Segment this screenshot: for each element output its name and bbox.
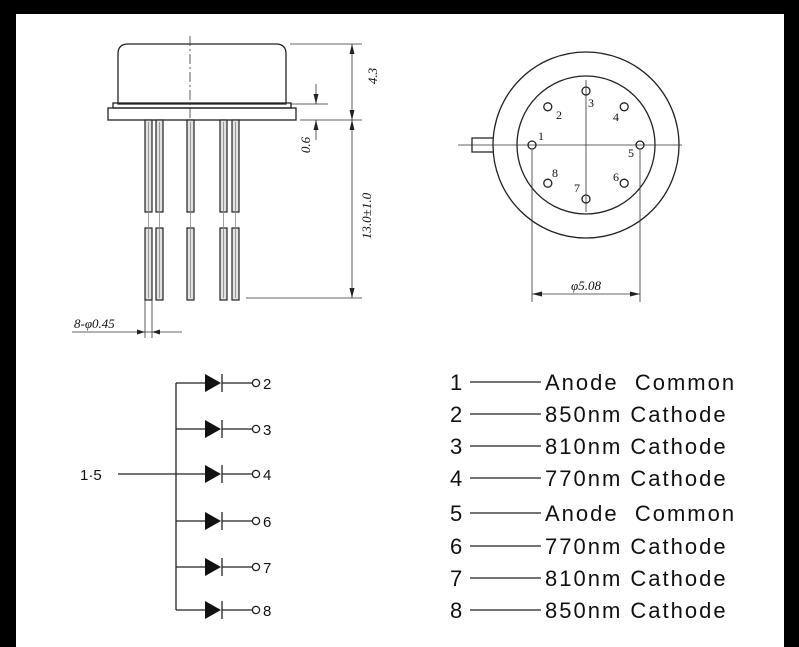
pin-list: 1 Anode Common 2 850nm Cathode 3 810nm C… bbox=[450, 370, 736, 623]
diode-icon bbox=[205, 420, 221, 438]
terminal-label: 6 bbox=[263, 514, 271, 531]
diode-icon bbox=[205, 558, 221, 576]
terminal-icon bbox=[251, 516, 261, 526]
schematic: 1·5 2 3 4 bbox=[80, 374, 271, 620]
pin-function: Anode Common bbox=[545, 501, 736, 526]
terminal-label: 2 bbox=[263, 376, 271, 393]
pin-number: 3 bbox=[450, 434, 464, 459]
pin-hole-6 bbox=[619, 178, 629, 188]
pin-hole-8 bbox=[543, 178, 553, 188]
diode-branch: 8 bbox=[176, 601, 271, 620]
pin-list-row: 3 810nm Cathode bbox=[450, 434, 728, 459]
arrow-icon bbox=[349, 120, 355, 130]
lead-length-label: 13.0±1.0 bbox=[359, 192, 374, 239]
height-label: 4.3 bbox=[365, 67, 380, 84]
diode-branch: 7 bbox=[176, 558, 271, 577]
pin-list-row: 5 Anode Common bbox=[450, 501, 736, 526]
pin-label: 3 bbox=[588, 96, 594, 110]
pin-list-row: 2 850nm Cathode bbox=[450, 402, 728, 427]
pin-hole-3 bbox=[581, 86, 591, 96]
height-dimension: 4.3 13.0±1.0 bbox=[246, 43, 380, 299]
terminal-icon bbox=[251, 378, 261, 388]
pin-function: 770nm Cathode bbox=[545, 466, 728, 491]
leads bbox=[144, 119, 240, 301]
diode-branch: 3 bbox=[176, 420, 271, 439]
pin-label: 5 bbox=[628, 146, 634, 160]
terminal-label: 8 bbox=[263, 603, 271, 620]
arrow-icon bbox=[349, 288, 355, 298]
pin-hole-4 bbox=[619, 102, 629, 112]
terminal-label: 3 bbox=[263, 422, 271, 439]
pin-number: 4 bbox=[450, 466, 464, 491]
pin-list-row: 8 850nm Cathode bbox=[450, 598, 728, 623]
header-flange bbox=[107, 107, 297, 121]
pin-hole-7 bbox=[581, 194, 591, 204]
common-label: 1·5 bbox=[80, 467, 102, 484]
pin-label: 8 bbox=[552, 166, 558, 180]
diode-icon bbox=[205, 512, 221, 530]
arrow-icon bbox=[152, 329, 160, 335]
pin-label: 4 bbox=[613, 110, 619, 124]
flange-label: 0.6 bbox=[298, 136, 313, 153]
side-view: 4.3 13.0±1.0 0.6 8-φ0.45 bbox=[72, 36, 380, 338]
pin-circle-dimension: φ5.08 bbox=[531, 150, 641, 302]
pin-list-row: 6 770nm Cathode bbox=[450, 534, 728, 559]
arrow-icon bbox=[137, 329, 145, 335]
pin-function: 810nm Cathode bbox=[545, 566, 728, 591]
pin-function: 850nm Cathode bbox=[545, 402, 728, 427]
lead bbox=[231, 119, 240, 301]
pin-number: 7 bbox=[450, 566, 464, 591]
pin-list-row: 7 810nm Cathode bbox=[450, 566, 728, 591]
pin-list-row: 4 770nm Cathode bbox=[450, 466, 728, 491]
terminal-label: 4 bbox=[263, 467, 271, 484]
pin-hole-5 bbox=[635, 140, 645, 150]
flange-dimension: 0.6 bbox=[290, 84, 328, 153]
pin-number: 2 bbox=[450, 402, 464, 427]
diode-branch: 6 bbox=[176, 512, 271, 531]
pin-label: 2 bbox=[556, 108, 562, 122]
pin-function: 850nm Cathode bbox=[545, 598, 728, 623]
pin-number: 8 bbox=[450, 598, 464, 623]
pin-number: 6 bbox=[450, 534, 464, 559]
pin-circle-label: φ5.08 bbox=[571, 278, 601, 293]
lead bbox=[219, 119, 228, 301]
pin-function: 810nm Cathode bbox=[545, 434, 728, 459]
diode-icon bbox=[205, 601, 221, 619]
diode-icon bbox=[205, 465, 221, 483]
pin-hole-1 bbox=[527, 140, 537, 150]
pin-function: Anode Common bbox=[545, 370, 736, 395]
arrow-icon bbox=[349, 110, 355, 120]
arrow-icon bbox=[532, 291, 542, 297]
arrow-icon bbox=[313, 94, 319, 104]
terminal-icon bbox=[251, 469, 261, 479]
diode-branch: 4 bbox=[176, 465, 271, 484]
pin-number: 5 bbox=[450, 501, 464, 526]
lead-diameter-label: 8-φ0.45 bbox=[74, 316, 115, 331]
terminal-icon bbox=[251, 605, 261, 615]
pin-number: 1 bbox=[450, 370, 464, 395]
pin-label: 6 bbox=[613, 170, 619, 184]
lead bbox=[144, 119, 153, 301]
pin-hole-2 bbox=[543, 102, 553, 112]
can-body bbox=[117, 43, 287, 105]
arrow-icon bbox=[313, 120, 319, 130]
arrow-icon bbox=[630, 291, 640, 297]
pin-function: 770nm Cathode bbox=[545, 534, 728, 559]
pin-label: 7 bbox=[574, 181, 580, 195]
diode-branch: 2 bbox=[176, 374, 271, 393]
pin-label: 1 bbox=[538, 129, 544, 143]
lead bbox=[186, 119, 195, 301]
arrow-icon bbox=[349, 44, 355, 54]
terminal-label: 7 bbox=[263, 560, 271, 577]
lead-diameter-dimension: 8-φ0.45 bbox=[72, 300, 182, 338]
diode-icon bbox=[205, 374, 221, 392]
terminal-icon bbox=[251, 424, 261, 434]
terminal-icon bbox=[251, 562, 261, 572]
pin-labels: 1 2 3 4 5 6 7 8 bbox=[538, 96, 634, 195]
top-view: 1 2 3 4 5 6 7 8 φ5.08 bbox=[458, 51, 682, 302]
pin-holes bbox=[527, 86, 645, 204]
lead bbox=[155, 119, 164, 301]
pin-list-row: 1 Anode Common bbox=[450, 370, 736, 395]
